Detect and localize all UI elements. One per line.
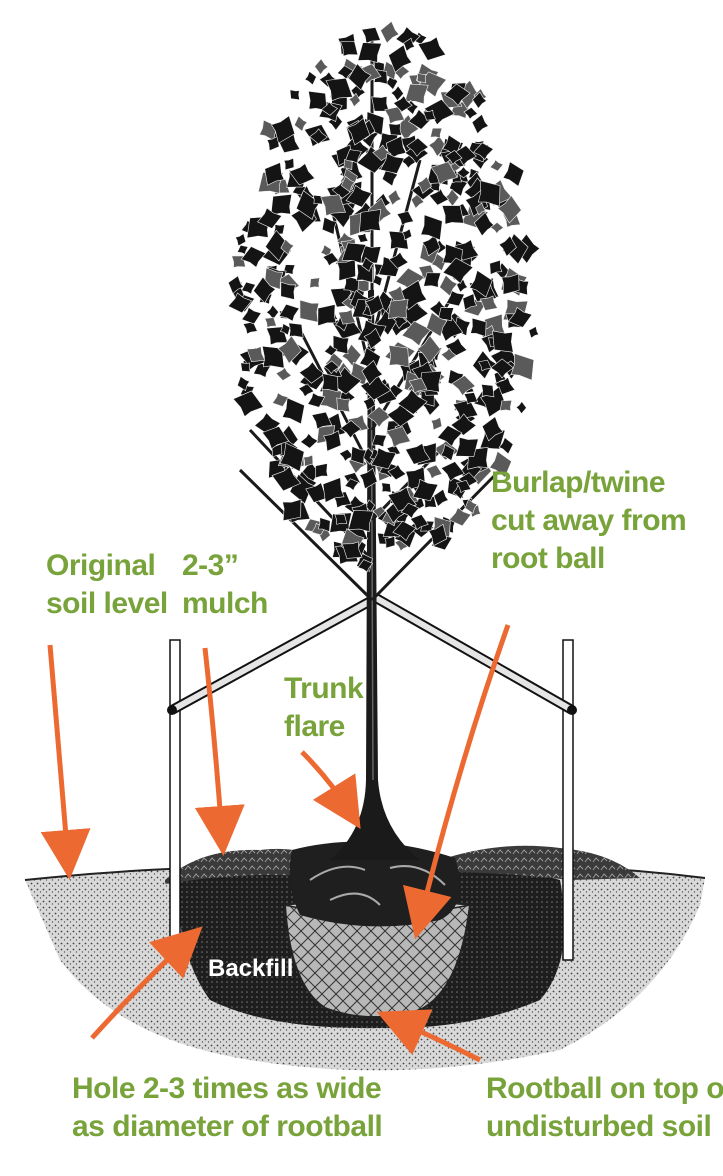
- label-line: mulch: [182, 585, 268, 623]
- label-line: as diameter of rootball: [72, 1108, 382, 1146]
- label-line: undisturbed soil: [486, 1108, 723, 1146]
- label-backfill: Backfill: [208, 955, 293, 983]
- label-line: soil level: [46, 585, 168, 623]
- label-line: cut away from: [491, 502, 686, 540]
- label-line: 2-3”: [182, 547, 268, 585]
- label-rootball-soil: Rootball on top of undisturbed soil: [486, 1070, 723, 1146]
- label-line: Trunk: [284, 670, 363, 708]
- label-line: Burlap/twine: [491, 464, 686, 502]
- label-burlap: Burlap/twine cut away from root ball: [491, 464, 686, 578]
- label-line: Rootball on top of: [486, 1070, 723, 1108]
- label-trunk-flare: Trunk flare: [284, 670, 363, 746]
- label-line: Original: [46, 547, 168, 585]
- label-line: Hole 2-3 times as wide: [72, 1070, 382, 1108]
- label-hole: Hole 2-3 times as wide as diameter of ro…: [72, 1070, 382, 1146]
- label-line: root ball: [491, 540, 686, 578]
- label-line: flare: [284, 708, 363, 746]
- label-original-soil-level: Original soil level: [46, 547, 168, 623]
- label-mulch: 2-3” mulch: [182, 547, 268, 623]
- root-ball: [285, 842, 470, 1017]
